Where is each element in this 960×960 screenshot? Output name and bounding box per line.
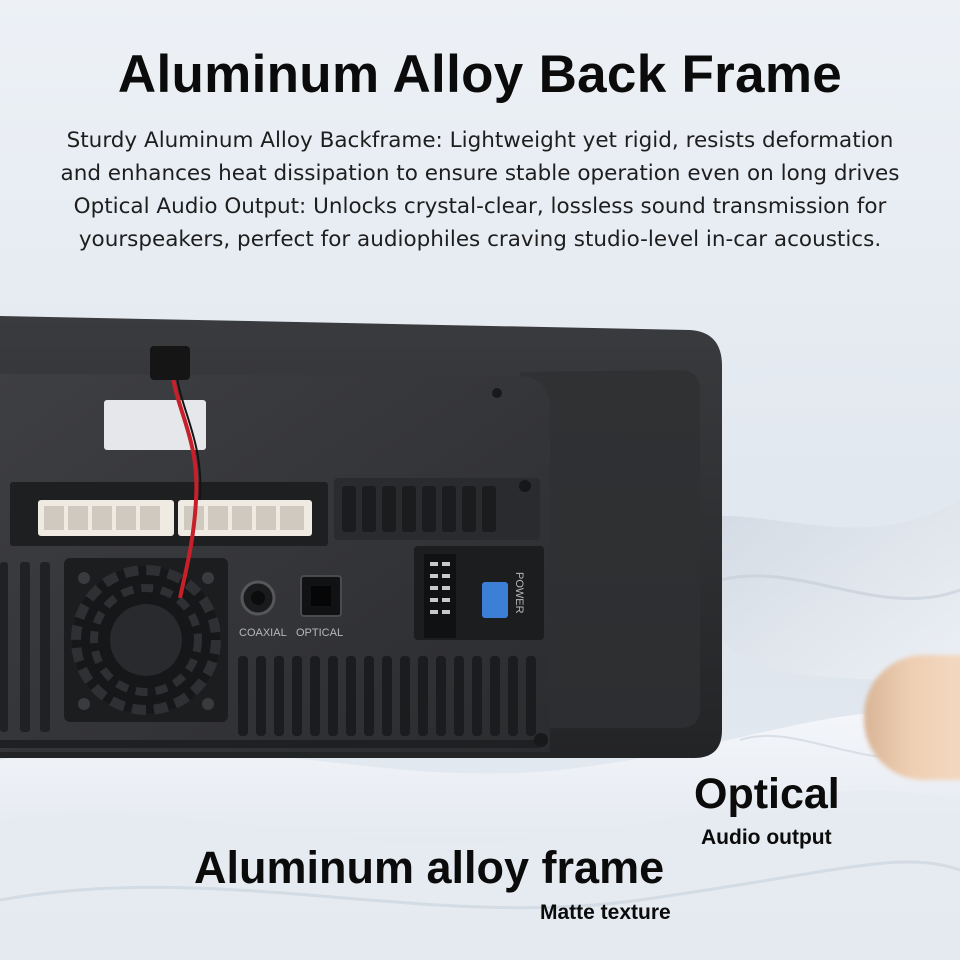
coaxial-port [240, 580, 276, 616]
description: Sturdy Aluminum Alloy Backframe: Lightwe… [40, 124, 920, 256]
optical-port [300, 575, 342, 617]
bottom-vents [0, 656, 540, 748]
description-line: Optical Audio Output: Unlocks crystal-cl… [73, 194, 887, 219]
description-line: and enhances heat dissipation to ensure … [60, 161, 900, 186]
power-label: POWER [513, 572, 525, 614]
coaxial-label: COAXIAL [239, 627, 287, 639]
description-line: Sturdy Aluminum Alloy Backframe: Lightwe… [66, 128, 894, 153]
frame-callout-subtitle: Matte texture [540, 901, 671, 924]
power-connector: POWER [414, 546, 544, 640]
optical-callout-title: Optical [694, 770, 840, 818]
description-line: yourspeakers, perfect for audiophiles cr… [78, 227, 882, 252]
cooling-fan [64, 558, 228, 722]
headline: Aluminum Alloy Back Frame [117, 45, 843, 104]
frame-callout-title: Aluminum alloy frame [194, 842, 665, 893]
power-wire [150, 346, 202, 599]
finger [864, 655, 960, 780]
fuse [482, 582, 508, 618]
wiring-harness-connectors [38, 500, 312, 536]
optical-callout-subtitle: Audio output [701, 826, 832, 849]
optical-label: OPTICAL [296, 627, 343, 639]
side-vents [0, 562, 50, 732]
head-unit-back-frame: COAXIAL OPTICAL POWER [0, 316, 722, 758]
